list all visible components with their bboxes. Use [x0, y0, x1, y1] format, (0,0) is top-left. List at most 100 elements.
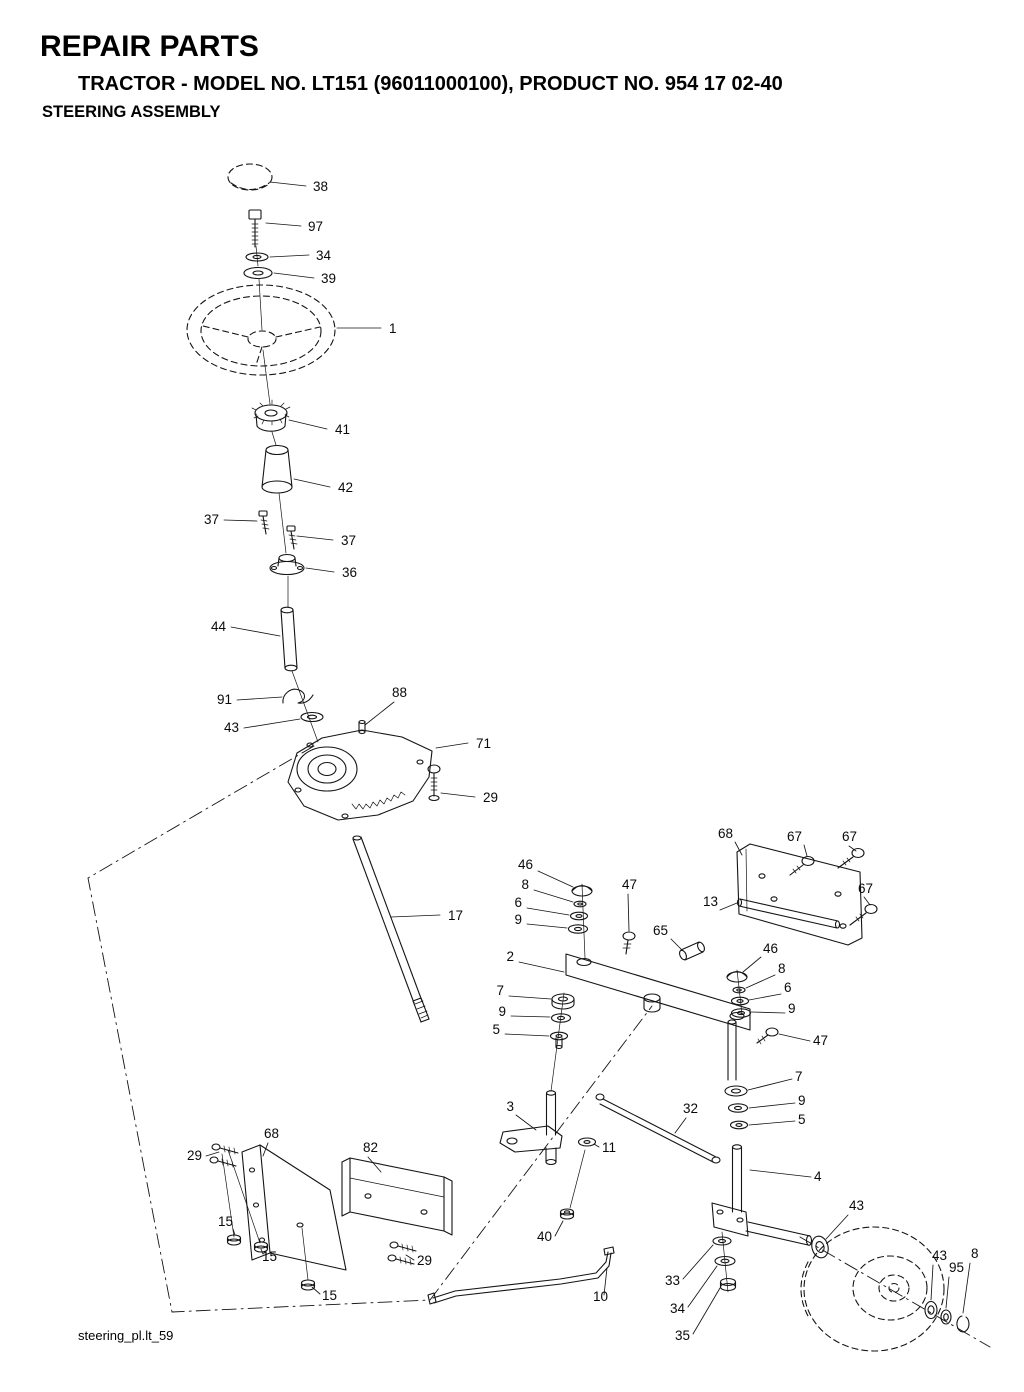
callout-leader-47 [627, 893, 630, 932]
part-bar-13 [736, 898, 841, 929]
callout-leader-10 [603, 1267, 608, 1296]
callout-label-43: 43 [932, 1248, 947, 1263]
callout-leader-7 [747, 1078, 793, 1091]
callout-leader-67 [863, 896, 871, 906]
callout-leader-67 [803, 844, 808, 857]
callout-leader-82 [367, 1156, 382, 1173]
part-axle-support-2 [565, 953, 751, 1031]
callout-label-29: 29 [417, 1253, 432, 1268]
part-cap-38 [227, 163, 273, 191]
callout-label-29: 29 [483, 790, 498, 805]
callout-leader-88 [364, 701, 395, 726]
callout-leader-32 [674, 1117, 687, 1134]
callout-leader-38 [269, 181, 307, 187]
part-screws-29-bottom [387, 1241, 417, 1266]
callout-leader-37 [296, 535, 334, 541]
callout-label-41: 41 [335, 422, 350, 437]
callout-label-9: 9 [798, 1093, 806, 1108]
callout-leader-6 [526, 907, 570, 916]
part-washers-33-34-35 [712, 1236, 737, 1292]
callout-leader-65 [670, 938, 683, 951]
callout-leader-43 [930, 1264, 934, 1301]
part-stack-7-9-5-left [549, 993, 575, 1050]
part-sector-gear-housing-71 [287, 729, 433, 821]
part-boot-42 [261, 444, 293, 494]
part-bolt-47-right [756, 1027, 779, 1045]
callout-leader-5 [748, 1120, 796, 1126]
callout-label-8: 8 [521, 877, 529, 892]
callout-label-3: 3 [506, 1099, 514, 1114]
callout-label-95: 95 [949, 1260, 964, 1275]
part-stack-7-9-5-right [724, 1085, 749, 1130]
callout-leader-47 [778, 1033, 811, 1042]
callout-leader-11 [593, 1143, 600, 1148]
part-spacer-65 [679, 941, 705, 961]
callout-leader-2 [518, 961, 565, 973]
callout-label-39: 39 [321, 271, 336, 286]
part-adapter-41 [251, 399, 291, 432]
callout-label-15: 15 [262, 1249, 277, 1264]
callout-label-47: 47 [622, 877, 637, 892]
callout-leader-13 [719, 902, 738, 911]
callout-leader-5 [504, 1033, 550, 1037]
part-spindle-3 [499, 1090, 563, 1166]
callout-leader-9 [748, 1102, 796, 1109]
callout-label-46: 46 [763, 941, 778, 956]
callout-leader-4 [749, 1169, 812, 1178]
part-clip-91 [282, 688, 314, 704]
callout-label-42: 42 [338, 480, 353, 495]
callout-label-35: 35 [675, 1328, 690, 1343]
callout-leader-36 [305, 567, 335, 573]
callout-leader-34 [269, 254, 310, 258]
callout-leader-40 [554, 1220, 564, 1237]
part-rod-10 [427, 1246, 615, 1305]
callout-label-17: 17 [448, 908, 463, 923]
part-steering-shaft-17 [352, 835, 430, 1023]
callout-label-15: 15 [322, 1288, 337, 1303]
callout-label-97: 97 [308, 219, 323, 234]
callout-label-8: 8 [971, 1246, 979, 1261]
callout-label-71: 71 [476, 736, 491, 751]
callout-label-6: 6 [784, 980, 792, 995]
callout-label-38: 38 [313, 179, 328, 194]
part-nut-40 [559, 1208, 575, 1220]
part-tube-44 [280, 606, 298, 672]
part-washer-43-right [924, 1300, 938, 1320]
callout-leader-91 [236, 696, 283, 701]
callout-leader-9 [526, 923, 568, 929]
callout-leader-97 [265, 222, 302, 227]
callout-label-4: 4 [814, 1169, 822, 1184]
callout-label-67: 67 [842, 829, 857, 844]
callout-label-8: 8 [778, 961, 786, 976]
callout-leader-67 [848, 845, 857, 852]
part-nuts-15 [226, 1234, 316, 1291]
drawing-id: steering_pl.lt_59 [78, 1328, 174, 1343]
callout-label-43: 43 [224, 720, 239, 735]
part-washer-11 [577, 1137, 597, 1147]
callout-label-91: 91 [217, 692, 232, 707]
part-stack-46-8-6-9-right [726, 970, 752, 1018]
callout-leader-15 [311, 1286, 321, 1295]
model-subtitle: TRACTOR - MODEL NO. LT151 (96011000100),… [78, 73, 783, 95]
callout-leader-43 [825, 1214, 849, 1240]
part-washer-95 [940, 1309, 952, 1325]
callout-leader-15 [232, 1228, 236, 1236]
part-ring-43-mid [811, 1235, 829, 1259]
callout-label-88: 88 [392, 685, 407, 700]
callout-label-37: 37 [341, 533, 356, 548]
callout-leader-41 [288, 419, 328, 430]
callout-leader-34 [687, 1265, 718, 1308]
callout-leader-17 [390, 914, 441, 918]
callout-leader-9 [750, 1011, 786, 1014]
section-title: STEERING ASSEMBLY [42, 103, 221, 121]
part-screws-67 [789, 847, 878, 926]
callout-label-34: 34 [316, 248, 332, 263]
part-drag-link-32 [595, 1093, 721, 1164]
callout-label-67: 67 [858, 881, 873, 896]
callout-leader-46 [742, 956, 762, 973]
part-bolt-47-left [622, 931, 636, 955]
callout-label-7: 7 [496, 983, 504, 998]
callout-leader-8 [533, 889, 574, 903]
